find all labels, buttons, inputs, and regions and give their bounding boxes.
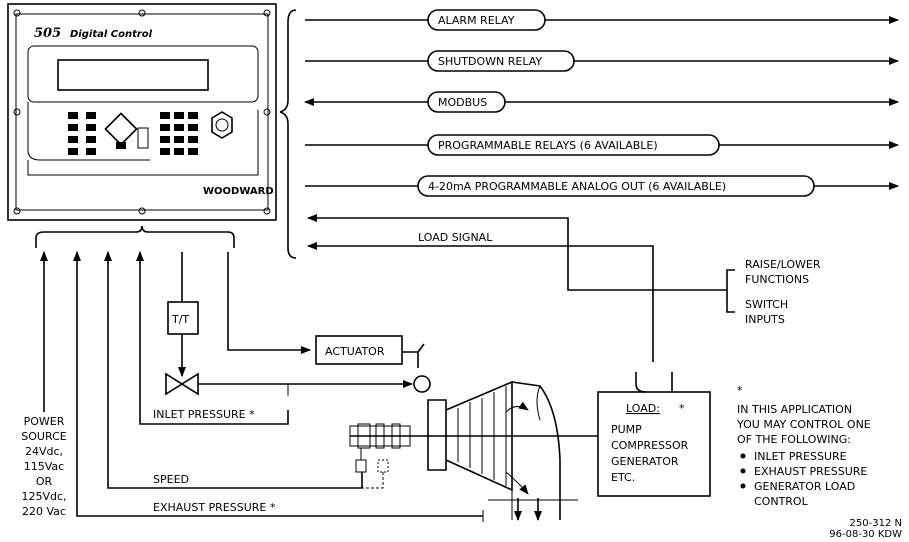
bullet-icon: [740, 483, 746, 489]
power-line-2: SOURCE: [21, 430, 66, 443]
keypad-left: [68, 112, 96, 155]
inlet-pressure-line: [136, 251, 289, 425]
output-arrow-programmable-relays: [305, 134, 899, 156]
output-arrow-modbus: [304, 91, 899, 113]
power-line-6: 125Vdc,: [21, 490, 66, 503]
controller-subtitle: Digital Control: [70, 29, 153, 40]
turbine: [427, 380, 578, 521]
lcd-screen: [57, 59, 209, 91]
actuator-box: [315, 335, 403, 365]
power-line-5: OR: [36, 475, 53, 488]
tt-label: T/T: [171, 313, 189, 326]
output-brace: [279, 9, 297, 259]
shaft-and-speed-pickups: [349, 423, 598, 522]
note-star: *: [737, 384, 743, 397]
application-note: * IN THIS APPLICATION YOU MAY CONTROL ON…: [736, 384, 871, 508]
actuator-linkage: [402, 343, 425, 368]
inlet-valve: [165, 372, 199, 396]
actuator-label: ACTUATOR: [325, 345, 385, 358]
load-signal-tap: [635, 372, 673, 393]
load-signal-label: LOAD SIGNAL: [418, 231, 493, 244]
navigation-keys: [104, 112, 149, 149]
load-line-4: ETC.: [611, 471, 635, 484]
lower-panel-outline: [27, 110, 259, 176]
note-line-1: IN THIS APPLICATION: [737, 403, 852, 416]
power-line-4: 115Vac: [24, 460, 64, 473]
drawing-ref-1: 250-312 N: [850, 518, 902, 529]
keypad-outline: [27, 102, 150, 161]
note-bullet-2: EXHAUST PRESSURE: [754, 465, 867, 478]
output-arrow-shutdown-relay: [305, 50, 899, 72]
output-label-analog-out: 4-20mA PROGRAMMABLE ANALOG OUT (6 AVAILA…: [428, 180, 726, 193]
raise-lower-label-2: FUNCTIONS: [745, 273, 809, 286]
note-line-2: YOU MAY CONTROL ONE: [736, 418, 871, 431]
raise-lower-label-1: RAISE/LOWER: [745, 258, 821, 271]
raise-lower-input-line: [307, 214, 727, 291]
exhaust-pressure-label: EXHAUST PRESSURE *: [153, 501, 276, 514]
power-source-label: POWER SOURCE 24Vdc, 115Vac OR 125Vdc, 22…: [21, 415, 66, 518]
display-window: [27, 45, 259, 103]
note-bullet-1: INLET PRESSURE: [754, 450, 847, 463]
output-label-programmable-relays: PROGRAMMABLE RELAYS (6 AVAILABLE): [438, 139, 658, 152]
exhaust-pressure-line: [73, 251, 483, 517]
load-line-2: COMPRESSOR: [611, 439, 689, 452]
load-line-3: GENERATOR: [611, 455, 679, 468]
speed-label: SPEED: [153, 473, 189, 486]
output-label-alarm-relay: ALARM RELAY: [438, 14, 515, 27]
bullet-icon: [740, 468, 746, 474]
bullet-icon: [740, 453, 746, 459]
controller-505: 505 Digital Control WOODWARD: [7, 3, 277, 221]
keypad-right: [160, 112, 198, 155]
power-line-7: 220 Vac: [22, 505, 66, 518]
note-bullet-3: GENERATOR LOAD: [754, 480, 855, 493]
output-arrow-alarm-relay: [305, 9, 899, 31]
drawing-ref-2: 96-08-30 KDW: [829, 529, 902, 540]
speed-line: [108, 252, 363, 489]
output-label-modbus: MODBUS: [438, 96, 487, 109]
note-line-3: OF THE FOLLOWING:: [737, 433, 851, 446]
inlet-pressure-label: INLET PRESSURE *: [153, 408, 255, 421]
emergency-stop-button: [211, 111, 233, 139]
controller-model: 505: [34, 26, 61, 41]
output-labels: ALARM RELAY SHUTDOWN RELAY MODBUS PROGRA…: [428, 14, 726, 193]
output-arrow-analog-out: [305, 175, 899, 197]
input-brace: [35, 225, 235, 248]
switch-inputs-label-1: SWITCH: [745, 298, 788, 311]
governor-valve: [413, 375, 431, 393]
switch-inputs-bracket: [726, 269, 735, 313]
panel-screw-holes: [13, 9, 271, 215]
controller-bezel: [15, 13, 269, 211]
power-line-3: 24Vdc,: [25, 445, 63, 458]
load-box-title: LOAD:: [626, 402, 660, 415]
actuator-signal-line: [227, 252, 311, 354]
output-label-shutdown-relay: SHUTDOWN RELAY: [438, 55, 542, 68]
load-signal-line: [307, 242, 654, 362]
tt-box: [167, 301, 199, 335]
load-box-star: *: [679, 402, 685, 415]
controller-outer-frame: [7, 3, 277, 221]
load-box: [597, 391, 711, 497]
switch-inputs-label-2: INPUTS: [745, 313, 785, 326]
load-line-1: PUMP: [611, 423, 642, 436]
note-bullet-3-cont: CONTROL: [754, 495, 809, 508]
brand-logo: WOODWARD: [203, 186, 274, 197]
power-line-1: POWER: [24, 415, 65, 428]
